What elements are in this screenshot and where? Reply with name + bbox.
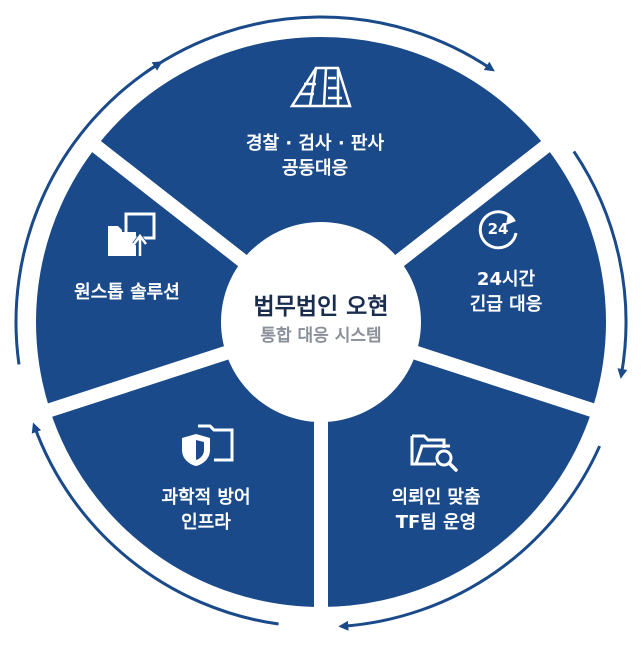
cycle-arrow-5 <box>14 61 163 365</box>
svg-text:24: 24 <box>488 220 509 238</box>
segment-label-defense: 과학적 방어 인프라 <box>161 487 251 533</box>
segments-group <box>22 23 620 622</box>
cycle-arrow-1 <box>145 15 495 74</box>
building-icon <box>289 66 352 108</box>
cycle-arrow-2 <box>572 150 628 379</box>
cycle-arrow-4 <box>31 422 279 626</box>
shield-folder-icon <box>182 424 234 466</box>
center-circle <box>221 222 421 422</box>
cycle-arrow-3 <box>338 445 602 631</box>
cycle-arrows <box>14 15 628 631</box>
segment-label-response: 24시간 긴급 대응 <box>469 269 543 315</box>
segment-tf <box>314 312 608 622</box>
center-title: 법무법인 오현 <box>253 294 389 320</box>
center-subtitle: 통합 대응 시스템 <box>260 326 382 346</box>
upload-window-icon <box>108 212 156 256</box>
segment-label-tf: 의뢰인 맞춤 TF팀 운영 <box>391 487 481 533</box>
center-label: 법무법인 오현 통합 대응 시스템 <box>254 292 389 348</box>
24h-clock-icon: 24 <box>478 210 518 250</box>
folder-search-icon <box>410 434 458 472</box>
segment-label-onestop: 원스톱 솔루션 <box>74 282 180 303</box>
segment-label-police: 경찰 · 검사 · 판사 공동대응 <box>245 133 385 179</box>
segment-police <box>81 23 561 331</box>
